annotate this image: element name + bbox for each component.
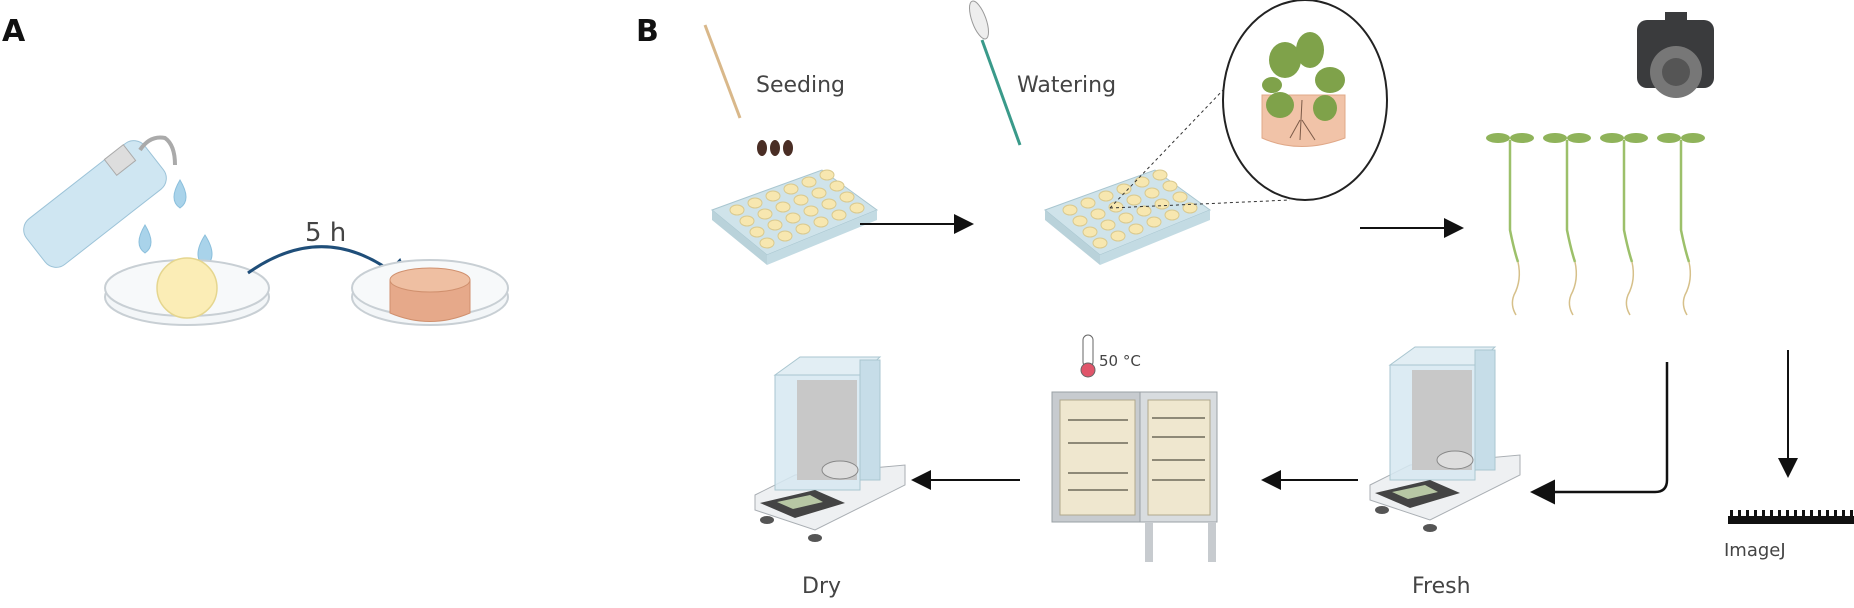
well [1090, 208, 1106, 220]
dry-pellet [156, 257, 218, 319]
balance-fresh-icon [1369, 346, 1521, 532]
fresh-label: Fresh [1412, 574, 1471, 599]
well [1080, 197, 1096, 209]
watering-label: Watering [1017, 73, 1117, 98]
duration-label: 5 h [305, 218, 347, 248]
well [1154, 198, 1170, 210]
well [803, 205, 819, 217]
well [775, 201, 791, 213]
well [729, 204, 745, 216]
imagej-label: ImageJ [1724, 540, 1786, 561]
wash-bottle-icon [23, 135, 177, 268]
well [821, 198, 837, 210]
well [1128, 223, 1144, 235]
well [1136, 205, 1152, 217]
well [1126, 194, 1142, 206]
well [1152, 169, 1168, 181]
seedling-icon [1543, 133, 1591, 316]
well [793, 194, 809, 206]
well-plate-watering [1044, 169, 1212, 265]
toothpick-icon [703, 24, 742, 119]
panel-a-label: A [2, 14, 26, 49]
seeding-label: Seeding [756, 73, 846, 98]
arrow-to-fresh-weight [1530, 362, 1669, 505]
camera-icon [1637, 12, 1714, 98]
well [1110, 230, 1126, 242]
well [759, 237, 775, 249]
well [757, 208, 773, 220]
oven-temp-label: 50 °C [1099, 352, 1141, 370]
well [1062, 204, 1078, 216]
well [849, 202, 865, 214]
seedlings-group [1486, 133, 1705, 316]
well [765, 190, 781, 202]
ruler-icon [1728, 510, 1854, 524]
zoom-callout [1109, 0, 1388, 209]
panel-b-label: B [636, 14, 659, 49]
well [749, 226, 765, 238]
well [1182, 202, 1198, 214]
well [1118, 212, 1134, 224]
seedling-icon [1486, 133, 1534, 316]
well [767, 219, 783, 231]
water-drops-icon [138, 179, 213, 268]
well [1092, 237, 1108, 249]
well [829, 180, 845, 192]
well [801, 176, 817, 188]
well [1134, 176, 1150, 188]
well [1072, 215, 1088, 227]
drying-oven-icon [1051, 391, 1218, 562]
well [739, 215, 755, 227]
thermometer-icon [1080, 334, 1096, 378]
well [783, 183, 799, 195]
dry-label: Dry [802, 574, 842, 599]
well [1144, 187, 1160, 199]
well [1100, 219, 1116, 231]
well [1098, 190, 1114, 202]
pipette-icon [969, 0, 1022, 146]
well [819, 169, 835, 181]
seedling-icon [1600, 133, 1648, 316]
seeds-icon [757, 140, 793, 156]
well [839, 191, 855, 203]
petri-dish-swollen [351, 259, 509, 326]
well [785, 212, 801, 224]
well [1172, 191, 1188, 203]
well [1162, 180, 1178, 192]
well [831, 209, 847, 221]
well-plate-seeding [711, 169, 879, 265]
well [795, 223, 811, 235]
balance-dry-icon [754, 356, 906, 542]
well [777, 230, 793, 242]
rosette-plant-icon [1262, 32, 1345, 121]
well [1146, 216, 1162, 228]
well [747, 197, 763, 209]
well [1164, 209, 1180, 221]
seedling-icon [1657, 133, 1705, 316]
well [811, 187, 827, 199]
petri-dish-dry [104, 257, 270, 326]
well [813, 216, 829, 228]
well [1082, 226, 1098, 238]
